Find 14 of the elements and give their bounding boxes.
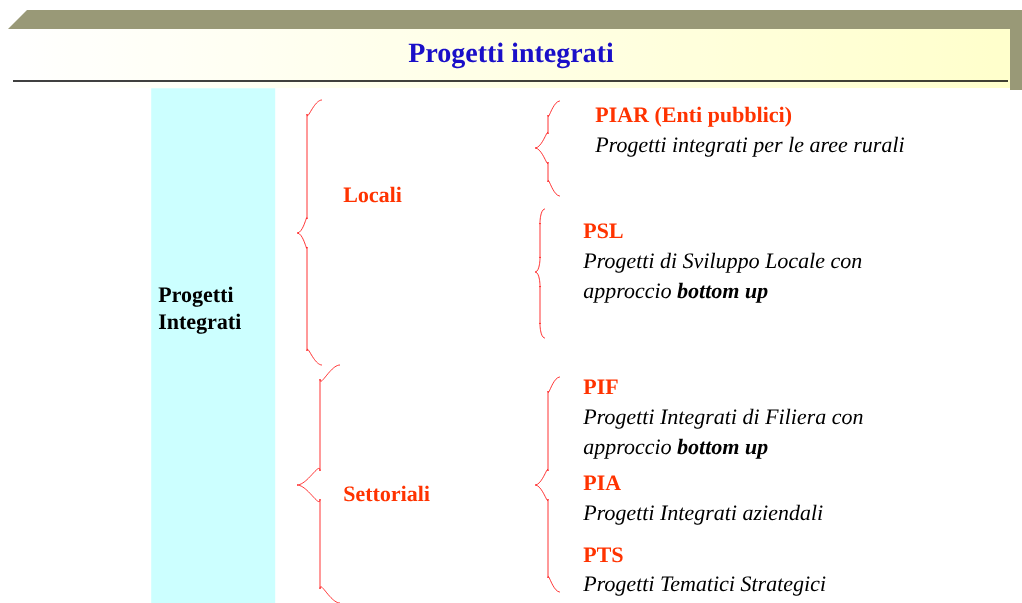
acronym-heading: PIAR (Enti pubblici) — [595, 106, 792, 127]
description: Progetti Tematici Strategici — [583, 576, 826, 596]
acronym-heading: PSL — [583, 223, 623, 239]
description: Progetti integrati per le aree rurali — [595, 136, 904, 157]
acronym-heading: PIA — [583, 475, 621, 490]
description: Progetti Integrati di Filiera con approccio bottom up — [583, 408, 863, 459]
category-label: Settoriali — [344, 485, 430, 502]
category-label: Locali — [343, 186, 402, 203]
acronym-heading: PIF — [583, 379, 618, 394]
title: Progetti integrati — [408, 42, 614, 69]
category-band: Progetti Integrati — [151, 88, 276, 603]
description: Progetti di Sviluppo Locale con approccio bottom up — [583, 252, 862, 303]
acronym-heading: PTS — [583, 547, 623, 563]
description: Progetti Integrati aziendali — [583, 504, 823, 525]
